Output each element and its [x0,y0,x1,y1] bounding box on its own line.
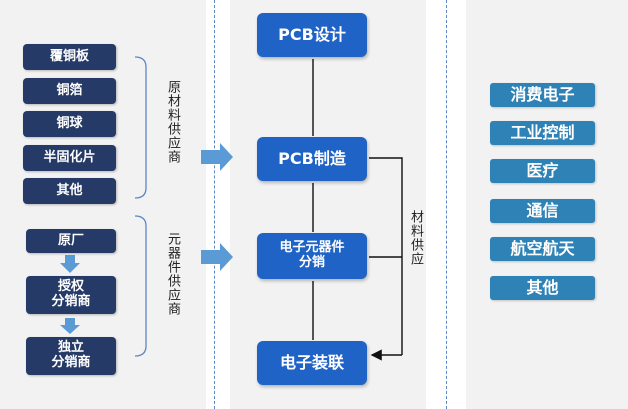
application-industrial-control: 工业控制 [490,121,595,145]
application-consumer-electronics: 消费电子 [490,83,595,107]
raw-material-copper-clad-laminate: 覆铜板 [23,44,116,70]
component-supplier-original: 原厂 [26,229,116,253]
application-other: 其他 [490,276,595,300]
raw-material-prepreg: 半固化片 [23,145,116,171]
raw-material-copper-foil: 铜箔 [23,78,116,104]
process-component-distribution: 电子元器件 分销 [257,233,367,279]
component-suppliers-label: 元器件供应商 [165,232,180,316]
application-medical: 医疗 [490,159,595,183]
raw-material-copper-ball: 铜球 [23,111,116,137]
component-supplier-independent: 独立 分销商 [26,337,116,375]
application-communications: 通信 [490,199,595,223]
application-aerospace: 航空航天 [490,237,595,261]
component-supplier-authorized: 授权 分销商 [26,276,116,314]
divider-left [214,0,215,409]
material-supply-label: 材料供应 [408,210,423,266]
process-electronic-assembly: 电子装联 [257,341,367,385]
divider-right [446,0,447,409]
process-pcb-manufacturing: PCB制造 [257,137,367,181]
raw-material-other: 其他 [23,178,116,204]
raw-materials-label: 原材料供应商 [165,80,180,164]
process-pcb-design: PCB设计 [257,13,367,57]
